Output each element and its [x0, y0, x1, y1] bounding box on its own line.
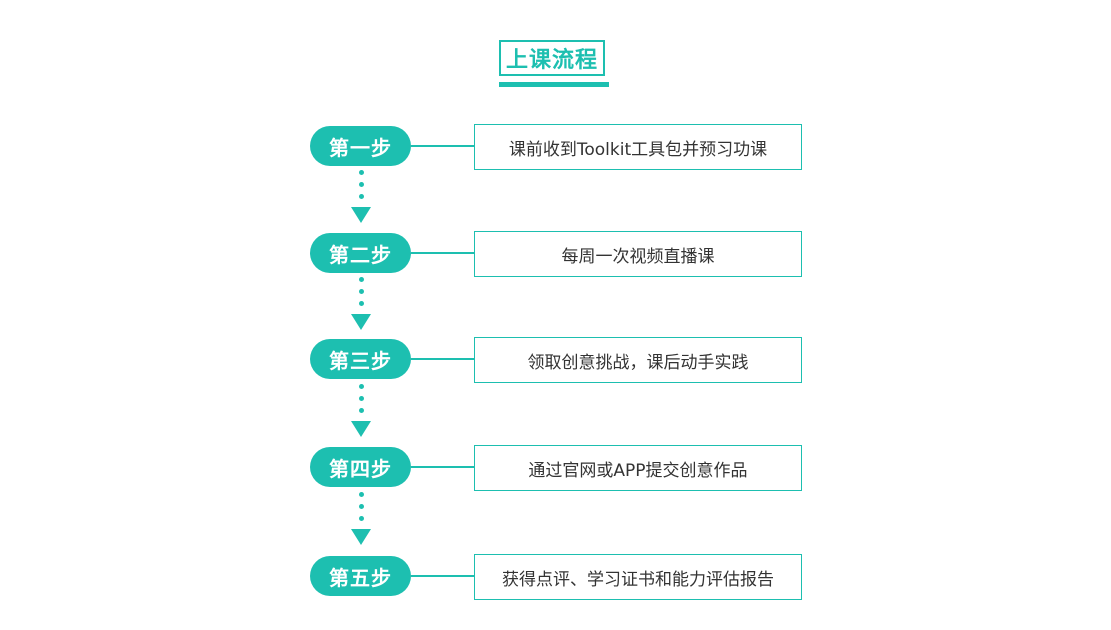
step-5-pill: 第五步: [310, 556, 411, 596]
down-arrow-icon: [351, 314, 371, 330]
step-3-connector: [411, 358, 475, 360]
flow-title: 上课流程: [499, 40, 605, 76]
step-2-description: 每周一次视频直播课: [474, 231, 802, 277]
step-5-description: 获得点评、学习证书和能力评估报告: [474, 554, 802, 600]
down-arrow-icon: [351, 529, 371, 545]
step-1-description: 课前收到Toolkit工具包并预习功课: [474, 124, 802, 170]
step-4-connector: [411, 466, 475, 468]
step-2-pill: 第二步: [310, 233, 411, 273]
down-arrow-icon: [351, 421, 371, 437]
step-5-connector: [411, 575, 475, 577]
step-3-description: 领取创意挑战，课后动手实践: [474, 337, 802, 383]
step-2-connector: [411, 252, 475, 254]
title-underline: [499, 82, 609, 87]
flow-title-block: 上课流程: [499, 40, 609, 88]
down-arrow-icon: [351, 207, 371, 223]
step-1-connector: [411, 145, 475, 147]
step-4-pill: 第四步: [310, 447, 411, 487]
step-1-pill: 第一步: [310, 126, 411, 166]
step-4-description: 通过官网或APP提交创意作品: [474, 445, 802, 491]
step-3-pill: 第三步: [310, 339, 411, 379]
